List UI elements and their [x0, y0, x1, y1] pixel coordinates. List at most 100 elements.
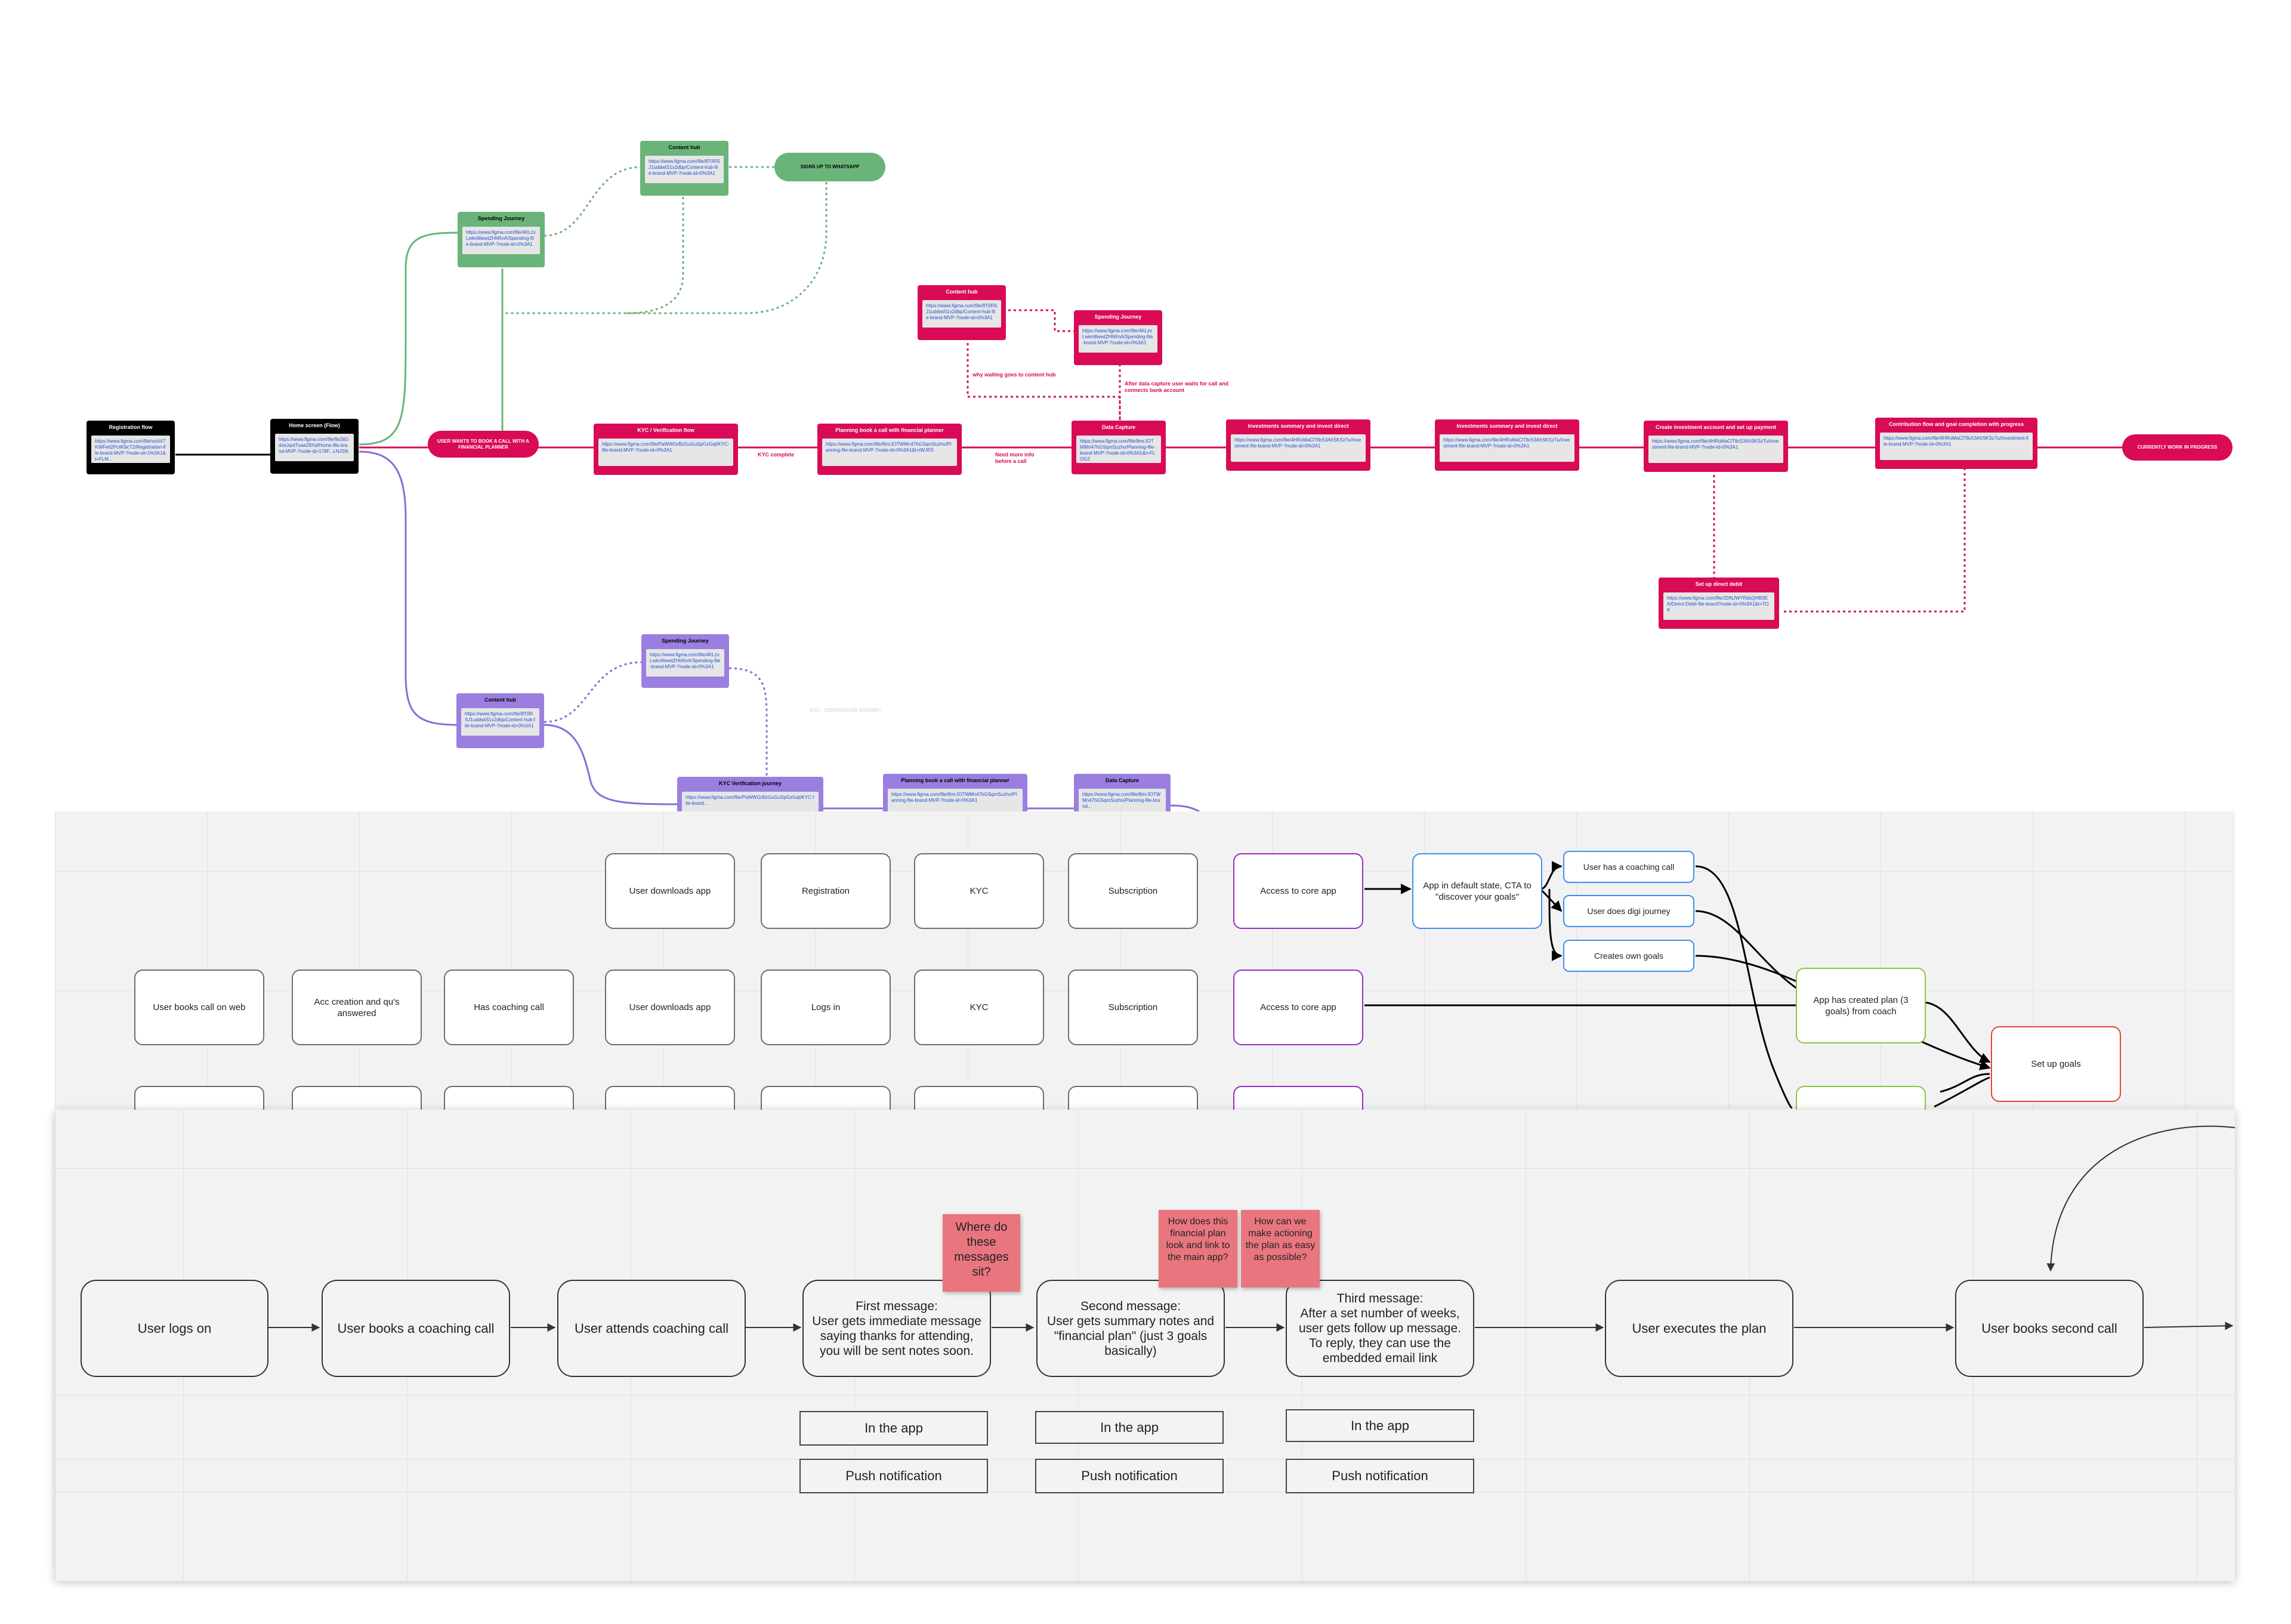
- card-title: Data Capture: [1101, 424, 1135, 430]
- investments-summary-card-2[interactable]: Investments summary and invest direct ht…: [1435, 419, 1579, 471]
- has-coaching-call-box[interactable]: Has coaching call: [444, 970, 574, 1045]
- set-up-goals-box[interactable]: Set up goals: [1991, 1026, 2121, 1102]
- figma-link[interactable]: https://www.figma.com/file/4HRoMaClT8c53…: [1648, 436, 1783, 463]
- figma-link[interactable]: https://www.figma.com/file/8T0RSJ1uddwtS…: [461, 708, 539, 736]
- user-downloads-app-box[interactable]: User downloads app: [605, 853, 735, 929]
- step-books-coaching-call[interactable]: User books a coaching call: [322, 1280, 510, 1377]
- card-title: Investments summary and invest direct: [1248, 423, 1349, 429]
- card-title: Planning book a call with financial plan…: [901, 777, 1009, 783]
- figma-link[interactable]: https://www.figma.com/file/PaWWGrBzGuGuS…: [598, 439, 733, 466]
- user-journey-frame-bottom: User logs on User books a coaching call …: [55, 1110, 2235, 1581]
- push-notification-box-1[interactable]: Push notification: [799, 1459, 988, 1493]
- card-title: Planning book a call with financial plan…: [835, 427, 944, 433]
- card-title: Home screen (Flow): [289, 422, 340, 428]
- step-books-second-call[interactable]: User books second call: [1955, 1280, 2144, 1377]
- investments-summary-card-1[interactable]: Investments summary and invest direct ht…: [1226, 419, 1370, 471]
- in-the-app-box-2[interactable]: In the app: [1035, 1411, 1224, 1444]
- figma-link[interactable]: https://www.figma.com/file/8T0RSJ1uddwtS…: [922, 300, 1001, 328]
- content-hub-card-red[interactable]: Content hub https://www.figma.com/file/8…: [918, 285, 1006, 340]
- direct-debit-card[interactable]: Set up direct debit https://www.figma.co…: [1659, 578, 1779, 629]
- card-title: Content hub: [946, 289, 978, 295]
- own-goals-branch[interactable]: Creates own goals: [1563, 940, 1694, 972]
- in-the-app-box-1[interactable]: In the app: [799, 1411, 988, 1446]
- card-title: Create investment account and set up pay…: [1655, 424, 1777, 430]
- kyc-flow-card[interactable]: KYC / Verification flow https://www.figm…: [594, 424, 738, 475]
- digi-journey-branch[interactable]: User does digi journey: [1563, 895, 1694, 927]
- access-core-app-box[interactable]: Access to core app: [1233, 853, 1363, 929]
- registration-flow-card[interactable]: Registration flow https://www.figma.com/…: [87, 421, 175, 474]
- figma-link[interactable]: https://www.figma.com/file/9uStGdzeJqotT…: [275, 434, 354, 461]
- spending-journey-card-red[interactable]: Spending Journey https://www.figma.com/f…: [1074, 310, 1162, 365]
- app-created-plan-box[interactable]: App has created plan (3 goals) from coac…: [1796, 968, 1926, 1043]
- step-attends-coaching-call[interactable]: User attends coaching call: [557, 1280, 746, 1377]
- card-title: KYC / Verification flow: [637, 427, 694, 433]
- need-more-info-label: Need more info before a call: [995, 452, 1035, 464]
- spending-journey-card-green[interactable]: Spending Journey https://www.figma.com/f…: [458, 212, 545, 267]
- card-title: Spending Journey: [662, 638, 709, 644]
- data-capture-card[interactable]: Data Capture https://www.figma.com/file/…: [1072, 421, 1166, 474]
- default-state-box[interactable]: App in default state, CTA to "discover y…: [1412, 853, 1542, 929]
- card-title: Investments summary and invest direct: [1456, 423, 1558, 429]
- bottom-connectors: [268, 1125, 2235, 1370]
- whatsapp-pill[interactable]: SIGNS UP TO WHATSAPP: [774, 153, 885, 181]
- why-waiting-label: why waiting goes to content hub: [972, 372, 1056, 378]
- step-third-message[interactable]: Third message: After a set number of wee…: [1286, 1280, 1474, 1377]
- kyc-complete-label: KYC complete: [758, 452, 795, 458]
- in-the-app-box-3[interactable]: In the app: [1286, 1409, 1474, 1442]
- planning-card[interactable]: Planning book a call with financial plan…: [817, 424, 962, 475]
- kyc-box-2[interactable]: KYC: [914, 970, 1044, 1045]
- step-executes-plan[interactable]: User executes the plan: [1605, 1280, 1793, 1377]
- create-investment-card[interactable]: Create investment account and set up pay…: [1644, 421, 1788, 472]
- spending-journey-card-purple[interactable]: Spending Journey https://www.figma.com/f…: [641, 634, 729, 688]
- card-title: Spending Journey: [1094, 314, 1142, 320]
- faint-frame-label: KYC - VERIFICATION JOURNEY: [810, 708, 882, 713]
- figma-link[interactable]: https://www.figma.com/file/4HRoMaClT8c53…: [1440, 434, 1574, 462]
- content-hub-card-green[interactable]: Content hub https://www.figma.com/file/8…: [640, 141, 728, 196]
- content-hub-card-purple[interactable]: Content hub https://www.figma.com/file/8…: [456, 693, 544, 748]
- card-title: Contribution flow and goal completion wi…: [1889, 421, 2024, 427]
- work-in-progress-pill[interactable]: CURRENTLY WORK IN PROGRESS: [2122, 434, 2233, 461]
- step-second-message[interactable]: Second message: User gets summary notes …: [1036, 1280, 1225, 1377]
- home-screen-card[interactable]: Home screen (Flow) https://www.figma.com…: [270, 419, 359, 474]
- books-call-web-box[interactable]: User books call on web: [134, 970, 264, 1045]
- user-downloads-app-box-2[interactable]: User downloads app: [605, 970, 735, 1045]
- figma-link[interactable]: https://www.figma.com/file/4KLzvLwkn9lww…: [462, 227, 540, 254]
- push-notification-box-3[interactable]: Push notification: [1286, 1459, 1474, 1493]
- sticky-note-financial-plan[interactable]: How does this financial plan look and li…: [1159, 1210, 1237, 1288]
- card-title: Set up direct debit: [1695, 581, 1743, 587]
- subscription-box[interactable]: Subscription: [1068, 853, 1198, 929]
- figma-link[interactable]: https://www.figma.com/file/vsoiV7KWFeit2…: [91, 436, 170, 463]
- card-title: Content hub: [484, 697, 516, 703]
- card-title: Content hub: [668, 144, 700, 150]
- figma-link[interactable]: https://www.figma.com/file/8mrJOTWMn47hG…: [822, 439, 957, 466]
- step-user-logs-on[interactable]: User logs on: [81, 1280, 268, 1377]
- coaching-call-branch[interactable]: User has a coaching call: [1563, 851, 1694, 883]
- card-title: Data Capture: [1105, 777, 1139, 783]
- subscription-box-2[interactable]: Subscription: [1068, 970, 1198, 1045]
- book-call-pill[interactable]: USER WANTS TO BOOK A CALL WITH A FINANCI…: [428, 431, 539, 458]
- step-first-message[interactable]: First message: User gets immediate messa…: [802, 1280, 991, 1377]
- figma-link[interactable]: https://www.figma.com/file/4HRoMaClT8c53…: [1880, 433, 2033, 460]
- card-title: KYC Verification journey: [718, 780, 782, 786]
- figma-link[interactable]: https://www.figma.com/file/2DNJWYRdsQHB3…: [1663, 592, 1774, 620]
- sticky-note-messages[interactable]: Where do these messages sit?: [943, 1214, 1020, 1292]
- contribution-flow-card[interactable]: Contribution flow and goal completion wi…: [1875, 418, 2037, 469]
- figma-link[interactable]: https://www.figma.com/file/8T0RSJ1uddwtS…: [645, 156, 724, 183]
- acc-creation-box[interactable]: Acc creation and qu's answered: [292, 970, 422, 1045]
- sticky-note-actioning-plan[interactable]: How can we make actioning the plan as ea…: [1241, 1210, 1320, 1288]
- card-title: Registration flow: [109, 424, 153, 430]
- kyc-box[interactable]: KYC: [914, 853, 1044, 929]
- figma-link[interactable]: https://www.figma.com/file/4KLzvLwkn9lww…: [1079, 325, 1157, 353]
- figma-link[interactable]: https://www.figma.com/file/4HRoMaClT8c53…: [1231, 434, 1366, 462]
- figma-link[interactable]: https://www.figma.com/file/8mrJOTWMn47hG…: [1076, 436, 1161, 463]
- card-title: Spending Journey: [477, 215, 525, 221]
- push-notification-box-2[interactable]: Push notification: [1035, 1459, 1224, 1493]
- after-data-capture-label: After data capture user waits for call a…: [1125, 381, 1229, 393]
- top-connectors: [175, 166, 2127, 811]
- figma-link[interactable]: https://www.figma.com/file/4KLzvLwkn9lww…: [646, 649, 724, 677]
- access-core-app-box-2[interactable]: Access to core app: [1233, 970, 1363, 1045]
- user-journey-frame-middle: User downloads app Registration KYC Subs…: [55, 811, 2235, 1122]
- registration-box[interactable]: Registration: [761, 853, 891, 929]
- logs-in-box[interactable]: Logs in: [761, 970, 891, 1045]
